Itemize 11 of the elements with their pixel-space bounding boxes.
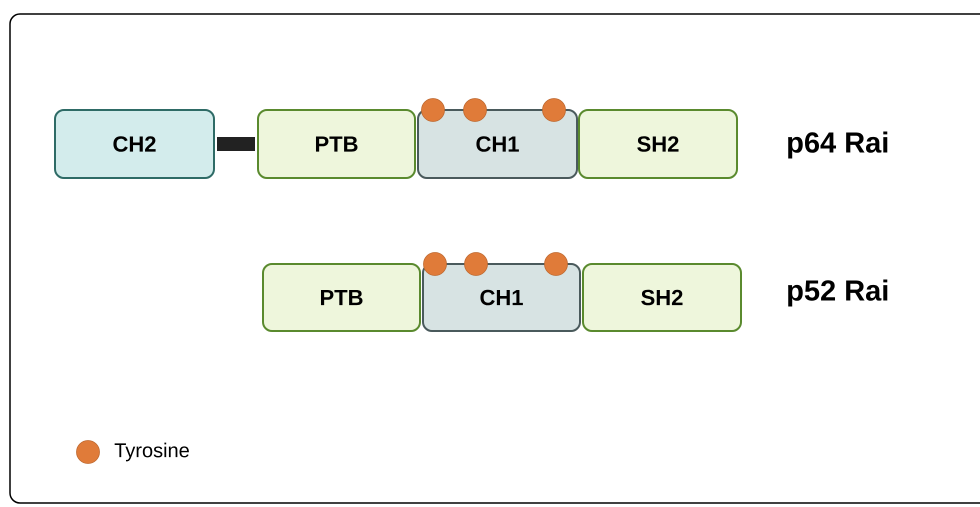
domain-box: CH1 bbox=[417, 109, 578, 179]
legend-label: Tyrosine bbox=[114, 442, 189, 462]
linker-bar bbox=[217, 137, 255, 151]
domain-box: SH2 bbox=[582, 263, 742, 332]
domain-box: CH2 bbox=[54, 109, 215, 179]
domain-box: SH2 bbox=[578, 109, 738, 179]
domain-box: CH1 bbox=[422, 263, 581, 332]
domain-box: PTB bbox=[257, 109, 416, 179]
domain-box: PTB bbox=[262, 263, 421, 332]
protein-name: p64 Rai bbox=[788, 131, 888, 159]
protein-name: p52 Rai bbox=[788, 279, 888, 307]
